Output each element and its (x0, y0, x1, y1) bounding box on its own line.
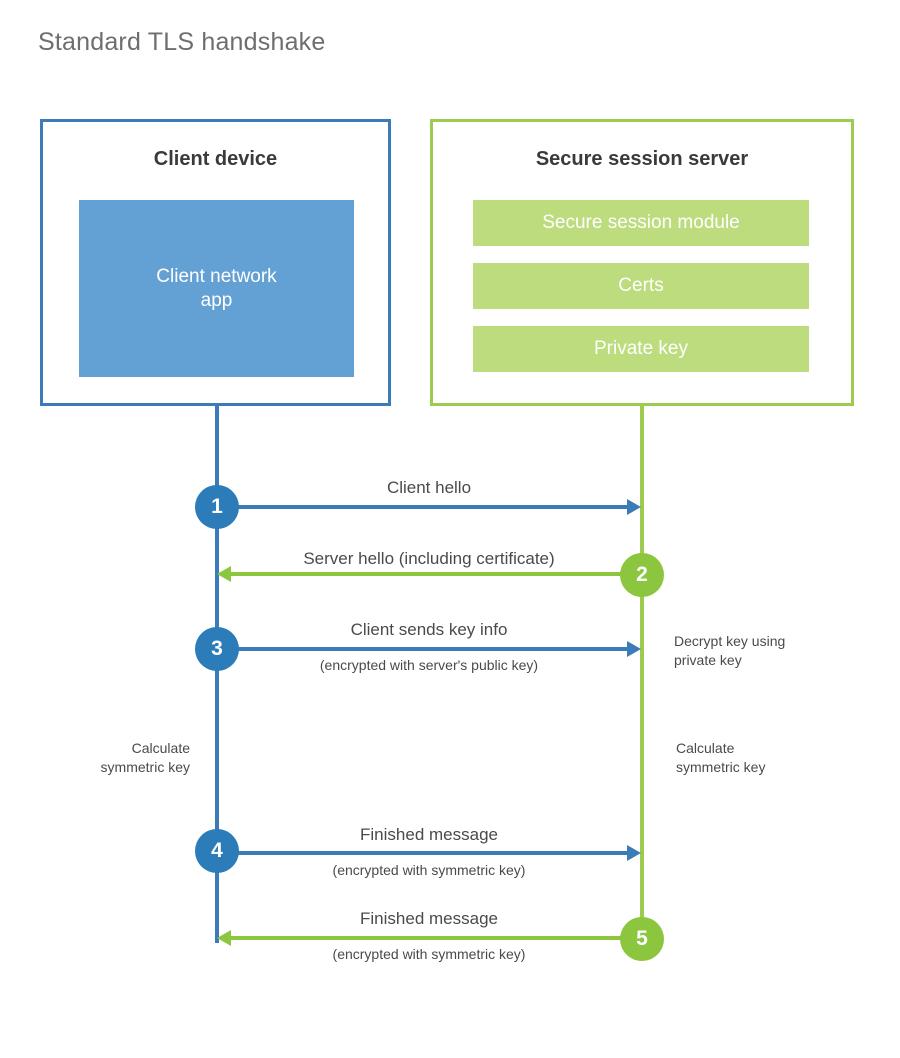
step-3-arrow (217, 641, 641, 657)
step-5-arrow (217, 930, 641, 946)
arrow-head-left-icon (217, 566, 231, 582)
server-lifeline (640, 406, 644, 939)
step-1-marker: 1 (195, 485, 239, 529)
step-4-arrow (217, 845, 641, 861)
arrow-head-right-icon (627, 641, 641, 657)
step-1-arrow (217, 499, 641, 515)
step-4-label: Finished message (360, 825, 498, 844)
step-4-marker: 4 (195, 829, 239, 873)
arrow-head-right-icon (627, 499, 641, 515)
client-lifeline (215, 406, 219, 943)
client-device-title: Client device (153, 148, 278, 170)
step-1-label: Client hello (386, 478, 472, 497)
step-3-marker: 3 (195, 627, 239, 671)
step-2-marker: 2 (620, 553, 664, 597)
step-5-sublabel: (encrypted with symmetric key) (332, 946, 526, 962)
step-3-label: Client sends key info (350, 620, 508, 639)
step-2-label: Server hello (including certificate) (303, 549, 555, 568)
arrow-head-left-icon (217, 930, 231, 946)
annotation-decrypt-key: Decrypt key using private key (674, 633, 786, 668)
page-title: Standard TLS handshake (38, 28, 326, 56)
arrow-head-right-icon (627, 845, 641, 861)
secure-session-server-title: Secure session server (535, 148, 749, 170)
client-device-box: Client device Client network app (40, 119, 391, 406)
step-2-arrow (217, 566, 641, 582)
server-component-secure-session-module: Secure session module (473, 200, 809, 246)
step-3-sublabel: (encrypted with server's public key) (319, 657, 539, 673)
step-4-sublabel: (encrypted with symmetric key) (332, 862, 526, 878)
annotation-server-calculate-symmetric-key: Calculate symmetric key (676, 740, 766, 775)
step-5-marker: 5 (620, 917, 664, 961)
server-component-private-key: Private key (473, 326, 809, 372)
client-network-app-chip: Client network app (79, 200, 354, 377)
secure-session-server-box: Secure session server Secure session mod… (430, 119, 854, 406)
step-5-label: Finished message (360, 909, 498, 928)
server-component-certs: Certs (473, 263, 809, 309)
annotation-client-calculate-symmetric-key: Calculate symmetric key (100, 740, 190, 775)
